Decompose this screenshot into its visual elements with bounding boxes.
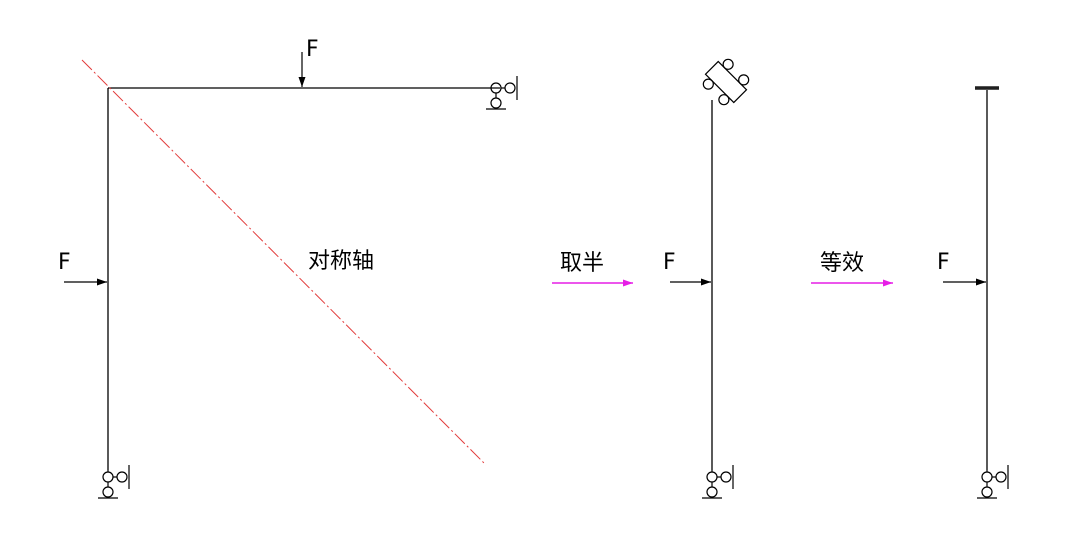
symmetry-axis-label: 对称轴: [308, 249, 374, 274]
left-force-label: F: [58, 250, 71, 275]
half-force-label: F: [663, 250, 676, 275]
top-force-label: F: [306, 37, 319, 62]
equivalent-fixed-support: [975, 86, 999, 90]
equivalent-label: 等效: [820, 251, 864, 276]
column-base-support: [98, 465, 130, 499]
equivalent-force-label: F: [937, 250, 950, 275]
symmetry-axis-line: [81, 59, 487, 466]
half-base-support: [702, 465, 734, 499]
take-half-label: 取半: [560, 251, 604, 276]
equivalent-base-support: [977, 465, 1009, 499]
half-top-slider-support: [702, 58, 750, 106]
beam-end-support: [486, 76, 518, 110]
full-frame: [107, 87, 500, 470]
